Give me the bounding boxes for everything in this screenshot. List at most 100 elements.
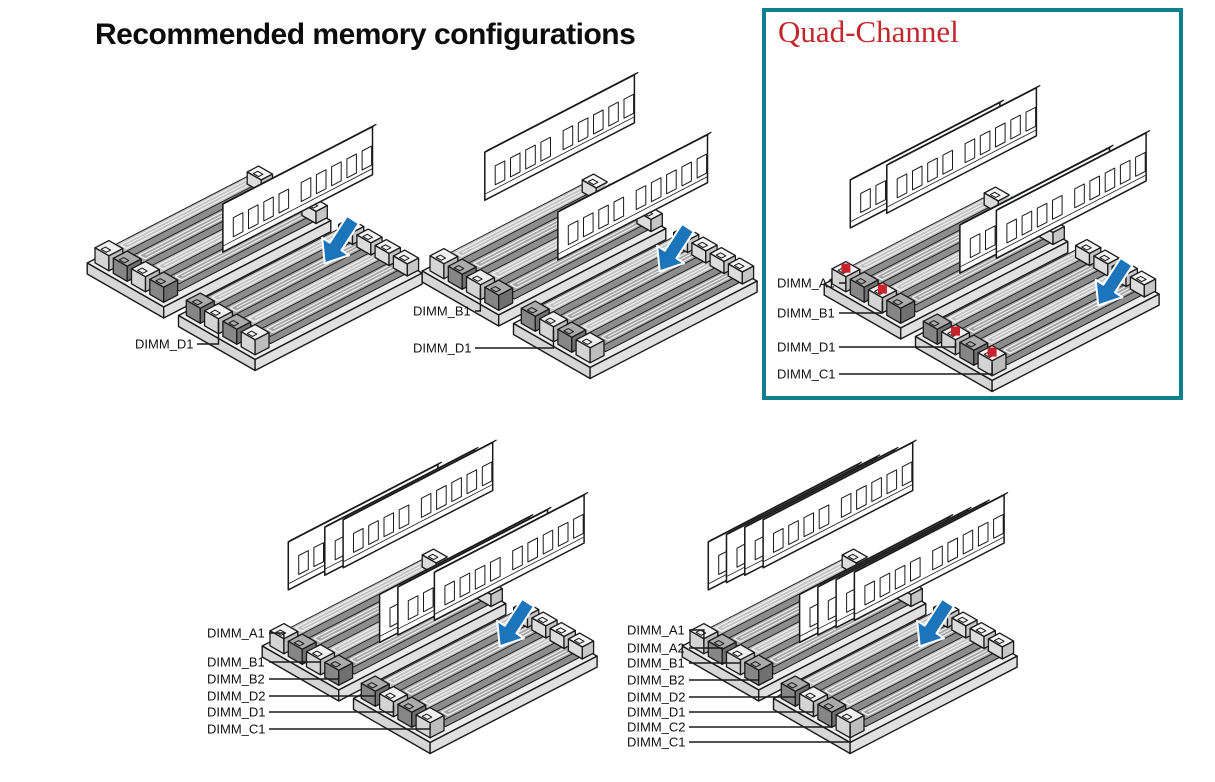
memory-chip <box>635 185 647 211</box>
memory-chip <box>407 595 419 621</box>
memory-chip <box>361 145 373 171</box>
memory-chip <box>1135 151 1146 177</box>
module-face <box>995 132 1147 260</box>
memory-chip <box>315 169 327 195</box>
memory-chip <box>864 580 875 606</box>
label-leader-line <box>689 726 851 743</box>
memory-chip <box>398 504 410 530</box>
memory-chip <box>525 144 536 170</box>
memory-chip <box>803 512 814 538</box>
quad-channel-slot-marker-icon <box>951 326 960 336</box>
memory-chip <box>886 469 898 495</box>
slot-latch-notch <box>293 640 305 647</box>
memory-chip <box>593 109 604 135</box>
dimm-slot-label: DIMM_D1 <box>777 340 836 355</box>
label-leader-line <box>839 301 884 314</box>
slot-latch-notch <box>855 278 867 285</box>
slot-latch-notch <box>435 254 447 261</box>
contact-row <box>854 536 1005 615</box>
memory-chip <box>927 157 938 183</box>
memory-chip <box>1119 159 1131 185</box>
memory-chip <box>510 152 521 178</box>
memory-chip <box>977 521 989 547</box>
dimm-module <box>762 439 917 569</box>
quad-channel-heading: Quad-Channel <box>778 14 959 49</box>
dimm-slot-label: DIMM_A1 <box>777 276 835 291</box>
label-leader-line <box>689 715 833 728</box>
slot-latch-far-notch <box>399 254 410 262</box>
insert-arrow-shape <box>321 214 360 265</box>
dimm-module <box>853 491 1009 622</box>
contact-row <box>762 484 913 563</box>
label-leader-line <box>839 280 847 284</box>
slot-latch-notch <box>155 278 166 285</box>
memory-chip <box>840 492 852 518</box>
label-leader-line <box>269 694 377 697</box>
module-face <box>433 494 585 622</box>
slot-latch-notch <box>545 317 556 324</box>
module-face <box>484 74 636 201</box>
slot-latch-notch <box>472 275 483 282</box>
memory-chip <box>623 93 635 119</box>
memory-chip <box>1052 194 1063 220</box>
slot-latch-far-notch <box>994 637 1005 645</box>
label-leader-line <box>689 705 815 713</box>
slot-latch-far-notch <box>697 241 708 249</box>
dimm-slot-label: DIMM_C1 <box>627 735 686 750</box>
insert-arrow-icon <box>321 214 360 265</box>
insert-arrow-shape <box>916 597 955 648</box>
base-side <box>899 240 1069 340</box>
slot-latch-notch <box>581 338 593 345</box>
dimm-slot-label: DIMM_C1 <box>777 367 836 382</box>
slot-groove-center <box>863 204 983 267</box>
memory-chip <box>263 196 274 222</box>
quad-channel-slot-marker-icon <box>877 284 887 294</box>
memory-chip <box>313 542 324 568</box>
module-face <box>557 133 709 261</box>
memory-chip <box>896 173 908 199</box>
memory-chip <box>681 161 692 187</box>
memory-chip <box>696 153 708 179</box>
slot-latch-notch <box>892 299 903 306</box>
slot-latch-notch <box>137 267 148 274</box>
dimm-slot-label: DIMM_D2 <box>627 690 686 705</box>
base-side <box>254 272 423 372</box>
memory-chip <box>420 492 432 518</box>
memory-chip <box>856 485 867 510</box>
memory-chip <box>557 521 569 547</box>
slot-latch-notch <box>366 682 378 689</box>
slot-groove-center <box>516 222 636 285</box>
dimm-module <box>433 491 589 622</box>
config-1-dimm-illustration: DIMM_D1 <box>86 123 423 372</box>
memory-chip <box>481 461 493 487</box>
memory-chip <box>962 529 974 555</box>
memory-chip <box>300 177 312 203</box>
slot-latch-notch <box>453 265 465 272</box>
memory-chip <box>773 528 784 553</box>
contact-row <box>484 116 635 195</box>
label-leader-line <box>475 330 555 349</box>
dimm-slot-label: DIMM_D2 <box>207 689 266 704</box>
slot-latch-far-side <box>741 265 755 285</box>
memory-chip <box>383 512 394 538</box>
label-leader-line <box>269 705 395 713</box>
slot-latch-notch <box>965 341 976 348</box>
quad-channel-box: Quad-Channel <box>762 8 1183 400</box>
label-leader-line <box>839 343 957 348</box>
memory-chip <box>248 204 259 230</box>
contact-row <box>434 536 585 615</box>
page-title: Recommended memory configurations <box>95 18 636 51</box>
dimm-slot-label: DIMM_B1 <box>627 656 685 671</box>
memory-chip <box>423 587 434 613</box>
memory-chip <box>964 138 976 164</box>
slot-latch-far-notch <box>715 252 727 259</box>
memory-chip <box>947 537 958 563</box>
slot-latch-notch <box>246 330 258 337</box>
memory-chip <box>598 204 609 230</box>
config-6-dimm-illustration: DIMM_A1DIMM_B1DIMM_B2DIMM_D2DIMM_D1DIMM_… <box>207 439 598 755</box>
insert-arrow-icon <box>1094 256 1134 307</box>
memory-chip <box>353 528 364 553</box>
